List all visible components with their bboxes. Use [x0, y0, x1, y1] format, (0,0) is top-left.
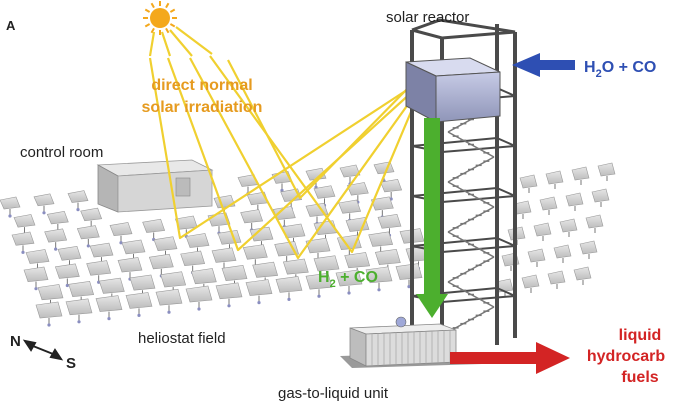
heliostat-mirror: [380, 178, 403, 201]
control-room-label: control room: [20, 144, 103, 161]
heliostat-mirror: [553, 244, 572, 263]
heliostat-mirror: [215, 282, 243, 308]
output-arrow: [450, 342, 570, 374]
heliostat-mirror: [585, 214, 604, 233]
heliostat-mirror: [54, 263, 80, 288]
heliostat-mirror: [240, 209, 264, 232]
dni-label-line1: direct normal: [151, 77, 252, 94]
heliostat-mirror: [597, 162, 616, 181]
heliostat-mirror: [44, 228, 68, 251]
heliostat-mirror: [373, 161, 395, 183]
heliostat-mirror: [527, 248, 546, 267]
heliostat-mirror: [395, 263, 423, 289]
heliostat-field-label: heliostat field: [138, 330, 226, 347]
heliostat-mirror: [95, 295, 123, 321]
syngas-label: H2 + CO: [318, 269, 378, 290]
heliostat-mirror: [23, 266, 49, 291]
heliostat-mirror: [11, 231, 35, 254]
heliostat-mirror: [274, 241, 300, 265]
heliostat-mirror: [0, 196, 21, 218]
heliostat-mirror: [335, 269, 363, 295]
heliostat-mirror: [365, 266, 393, 292]
heliostat-mirror: [76, 225, 100, 248]
heliostat-mirror: [35, 301, 63, 327]
heliostat-mirror: [547, 270, 566, 289]
heliostat-mirror: [271, 171, 293, 192]
heliostat-mirror: [275, 276, 303, 301]
heliostat-mirror: [539, 196, 558, 215]
heliostat-mirror: [571, 166, 590, 185]
heliostat-mirror: [109, 222, 133, 245]
syngas-arrow: [416, 118, 448, 318]
dni-label-line2: solar irradiation: [142, 99, 263, 116]
output-label-line3: fuels: [621, 369, 658, 386]
incoming-sun-rays: [148, 26, 213, 57]
output-label-line2: hydrocarb: [587, 348, 665, 365]
solar-reactor-label: solar reactor: [386, 9, 469, 26]
control-room-building: [96, 159, 214, 213]
heliostat-mirror: [245, 279, 273, 305]
heliostat-mirror: [521, 274, 540, 293]
gas-to-liquid-container: [340, 316, 482, 368]
heliostat-mirror: [180, 250, 206, 275]
heliostat-mirror: [67, 190, 89, 212]
panel-label: A: [6, 18, 16, 33]
heliostat-mirror: [185, 285, 213, 311]
sun-icon: [143, 1, 177, 35]
heliostat-mirror: [591, 188, 610, 207]
heliostat-mirror: [80, 207, 103, 230]
compass-south-label: S: [66, 355, 76, 372]
heliostat-mirror: [86, 260, 112, 284]
compass-arrow-icon: [22, 339, 64, 361]
output-label-line1: liquid: [619, 327, 662, 344]
heliostat-mirror: [573, 266, 592, 285]
heliostat-mirror: [565, 192, 584, 211]
heliostat-mirror: [117, 257, 143, 281]
heliostat-mirror: [519, 174, 538, 193]
gas-to-liquid-label: gas-to-liquid unit: [278, 385, 389, 402]
heliostat-mirror: [346, 182, 369, 204]
reflected-rays: [148, 55, 418, 260]
heliostat-mirror: [305, 272, 333, 298]
input-label: H2O + CO: [584, 59, 656, 80]
heliostat-mirror: [65, 298, 93, 324]
heliostat-mirror: [125, 292, 153, 317]
solar-reactor-unit: [405, 57, 501, 123]
heliostat-mirror: [533, 222, 552, 241]
input-arrow: [512, 53, 575, 77]
heliostat-mirror: [142, 218, 166, 242]
heliostat-mirror: [33, 193, 55, 215]
heliostat-field-graphic: [0, 161, 616, 327]
heliostat-mirror: [579, 240, 598, 259]
heliostat-mirror: [559, 218, 578, 237]
heliostat-mirror: [155, 288, 183, 314]
heliostat-mirror: [13, 214, 36, 236]
heliostat-mirror: [545, 170, 564, 189]
compass: N S: [10, 333, 76, 372]
compass-north-label: N: [10, 333, 21, 350]
